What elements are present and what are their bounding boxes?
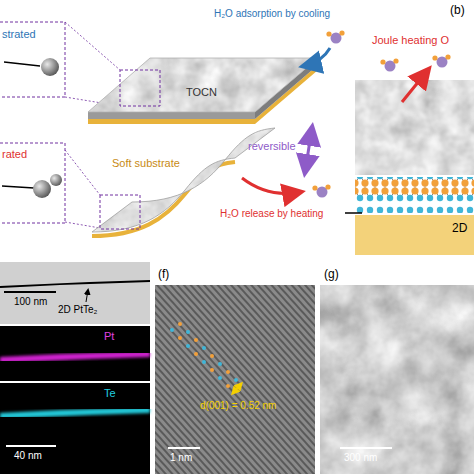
tocn-sheet — [88, 58, 318, 112]
panel-letter: (b) — [450, 4, 465, 18]
heating-arrow — [402, 70, 428, 102]
zoom-box — [120, 70, 160, 106]
chain-line — [4, 62, 40, 66]
scale-label: 100 nm — [14, 296, 47, 308]
water-molecule — [380, 58, 398, 71]
ptte2-lattice — [355, 177, 474, 213]
water-molecule — [326, 30, 344, 43]
pointer-line — [345, 212, 362, 214]
water-molecule — [432, 54, 450, 67]
process-label: reversible — [248, 140, 296, 153]
hrtem-image — [155, 285, 315, 474]
reversible-arrow — [305, 128, 312, 172]
zoom-line — [65, 222, 100, 228]
material-label: 2D PtTe₂ — [58, 304, 97, 316]
chain-line — [2, 186, 34, 188]
molecule-ball — [50, 174, 62, 186]
material-label: 2D — [452, 222, 467, 236]
eds-map-te — [0, 383, 150, 474]
tocn-block — [355, 80, 474, 175]
tocn-sheet-outline — [88, 58, 318, 112]
inset-frame — [0, 143, 65, 223]
material-label: TOCN — [186, 86, 217, 99]
panel-letter: (f) — [158, 268, 169, 282]
element-label: Pt — [104, 330, 114, 343]
release-arrow — [242, 178, 300, 193]
scale-label: 40 nm — [14, 450, 42, 462]
scale-label: 1 nm — [170, 452, 192, 464]
process-label: H₂O adsorption by cooling — [214, 8, 330, 20]
pointer-arrow — [86, 290, 88, 302]
inset-frame — [0, 22, 65, 97]
element-label: Te — [104, 387, 116, 400]
atom-overlay — [170, 322, 238, 388]
panel-letter: (g) — [324, 268, 339, 282]
substrate-block — [355, 215, 474, 255]
scale-bar — [340, 447, 392, 449]
process-label: H₂O release by heating — [220, 208, 323, 220]
eds-map-pt — [0, 326, 150, 381]
nanosheet-line — [0, 281, 150, 287]
sheet-edge — [88, 112, 255, 119]
state-label: rated — [2, 148, 27, 161]
scale-bar — [168, 447, 200, 449]
scale-label: 300 nm — [344, 452, 377, 464]
molecule-ball — [33, 180, 51, 198]
adsorption-arrow — [304, 48, 330, 66]
pt-signal — [0, 354, 150, 360]
te-signal — [0, 410, 150, 416]
spacing-label: d(001) = 0.52 nm — [200, 400, 276, 412]
scale-bar — [6, 445, 56, 447]
material-label: Soft substrate — [112, 157, 180, 170]
zoom-line — [65, 150, 100, 195]
molecule-ball — [41, 58, 59, 76]
spacing-arrow — [233, 384, 241, 393]
tem-image — [0, 262, 150, 324]
sem-image — [320, 285, 474, 474]
state-label: strated — [2, 28, 36, 41]
zoom-line — [65, 22, 120, 70]
water-molecule — [312, 184, 330, 197]
scale-bar — [4, 291, 56, 293]
process-label: Joule heating O — [372, 34, 449, 47]
zoom-box — [100, 195, 140, 229]
